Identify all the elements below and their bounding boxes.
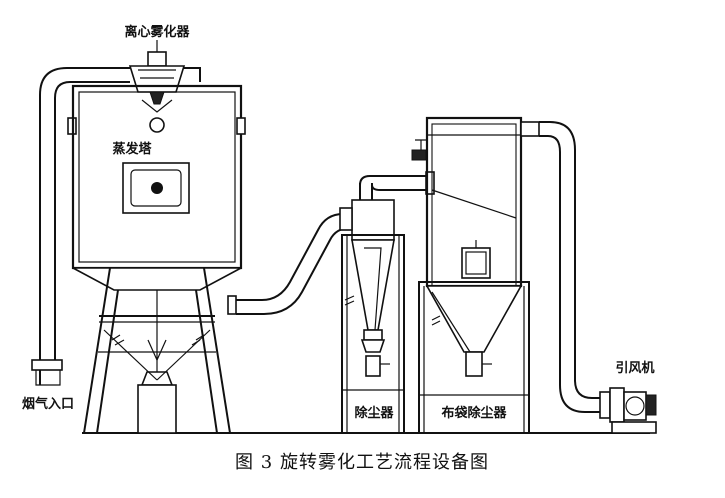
figure-caption: 图 3 旋转雾化工艺流程设备图 — [235, 452, 489, 473]
centrifugal-atomizer — [128, 40, 186, 113]
label-atomizer: 离心雾化器 — [124, 24, 190, 40]
pipe-bag-filter-to-fan — [520, 121, 611, 419]
bag-filter — [411, 116, 530, 434]
pipe-tower-to-dust-remover — [227, 213, 352, 315]
induced-draft-fan — [609, 387, 657, 434]
tower-support-frame — [83, 267, 231, 434]
label-induced-fan: 引风机 — [615, 360, 654, 376]
cyclone-dust-remover — [339, 183, 405, 434]
evaporation-tower — [71, 84, 246, 434]
label-dust-remover: 除尘器 — [354, 405, 394, 421]
label-tower: 蒸发塔 — [112, 141, 152, 157]
label-flue-inlet: 烟气入口 — [22, 396, 74, 412]
pipe-dust-remover-to-bag-filter — [359, 171, 435, 195]
label-bag-filter: 布袋除尘器 — [441, 405, 507, 421]
